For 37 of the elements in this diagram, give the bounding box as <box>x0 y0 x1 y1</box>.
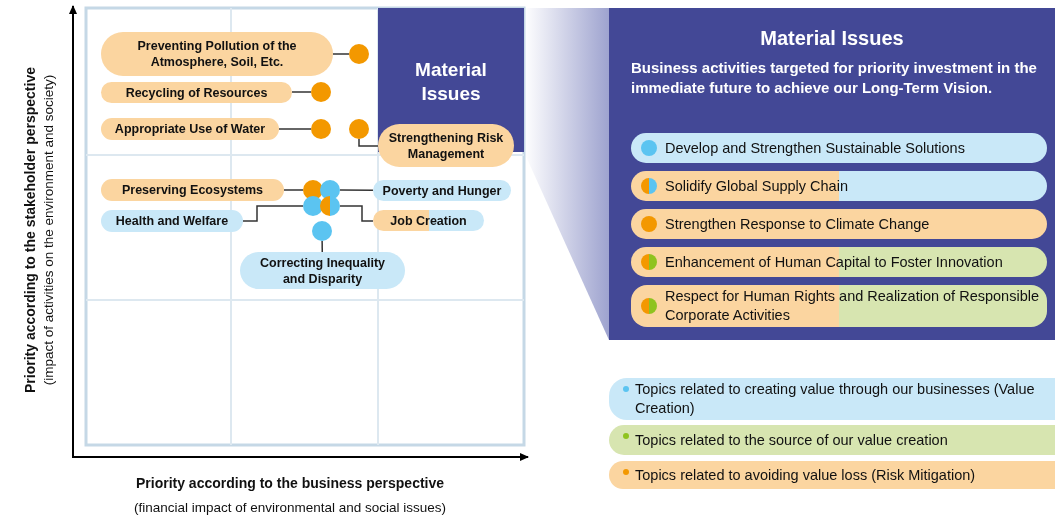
topic-pill: Appropriate Use of Water <box>101 118 279 140</box>
leader-line <box>283 189 304 191</box>
topic-pill: Preserving Ecosystems <box>101 179 284 201</box>
leader-line <box>358 138 379 147</box>
leader-line <box>339 205 374 222</box>
topic-pill: Strengthening Risk Management <box>378 124 514 167</box>
leader-line <box>278 128 312 130</box>
issue-text: Strengthen Response to Climate Change <box>665 214 930 234</box>
topic-pill: Preventing Pollution of the Atmosphere, Soil, Etc. <box>101 32 333 76</box>
issue-pill <box>631 247 1047 277</box>
axis-subtitle: (financial impact of environmental and social issues) <box>133 498 447 516</box>
leader-line <box>339 189 374 191</box>
topic-pill: Correcting Inequality and Disparity <box>240 252 405 289</box>
axis-title: Priority according to the stakeholder perspective <box>21 67 39 393</box>
issue-text: Respect for Human Rights and Realization of Responsible Corporate Activities <box>665 287 1039 325</box>
issue-text: Enhancement of Human Capital to Foster Innovation <box>665 252 1003 272</box>
legend-text: Topics related to creating value through our businesses (Value Creation) <box>635 380 1036 418</box>
issue-pill <box>631 171 1047 201</box>
topic-pill: Poverty and Hunger <box>373 180 511 201</box>
axis-title: Priority according to the business perspective <box>135 474 445 492</box>
topic-pill: Health and Welfare <box>101 210 243 232</box>
issue-pill <box>631 285 1047 327</box>
leader-line <box>321 240 323 253</box>
leader-line <box>332 53 350 55</box>
legend-text: Topics related to the source of our value creation <box>635 430 948 450</box>
issue-text: Develop and Strengthen Sustainable Solutions <box>665 138 965 158</box>
topic-pill: Recycling of Resources <box>101 82 292 103</box>
axis-subtitle: (impact of activities on the environment and society) <box>39 74 57 386</box>
issue-pill <box>631 209 1047 239</box>
legend-text: Topics related to avoiding value loss (Risk Mitigation) <box>635 465 976 485</box>
leader-line <box>242 205 304 222</box>
panel-description: Business activities targeted for priority investment in the immediate future to achieve our Long-Term Vision. <box>631 58 1038 98</box>
leader-line <box>291 91 312 93</box>
issue-text: Solidify Global Supply Chain <box>665 176 848 196</box>
issue-pill <box>631 133 1047 163</box>
panel-title: Material Issues <box>759 26 905 50</box>
topic-pill: Job Creation <box>373 210 484 231</box>
